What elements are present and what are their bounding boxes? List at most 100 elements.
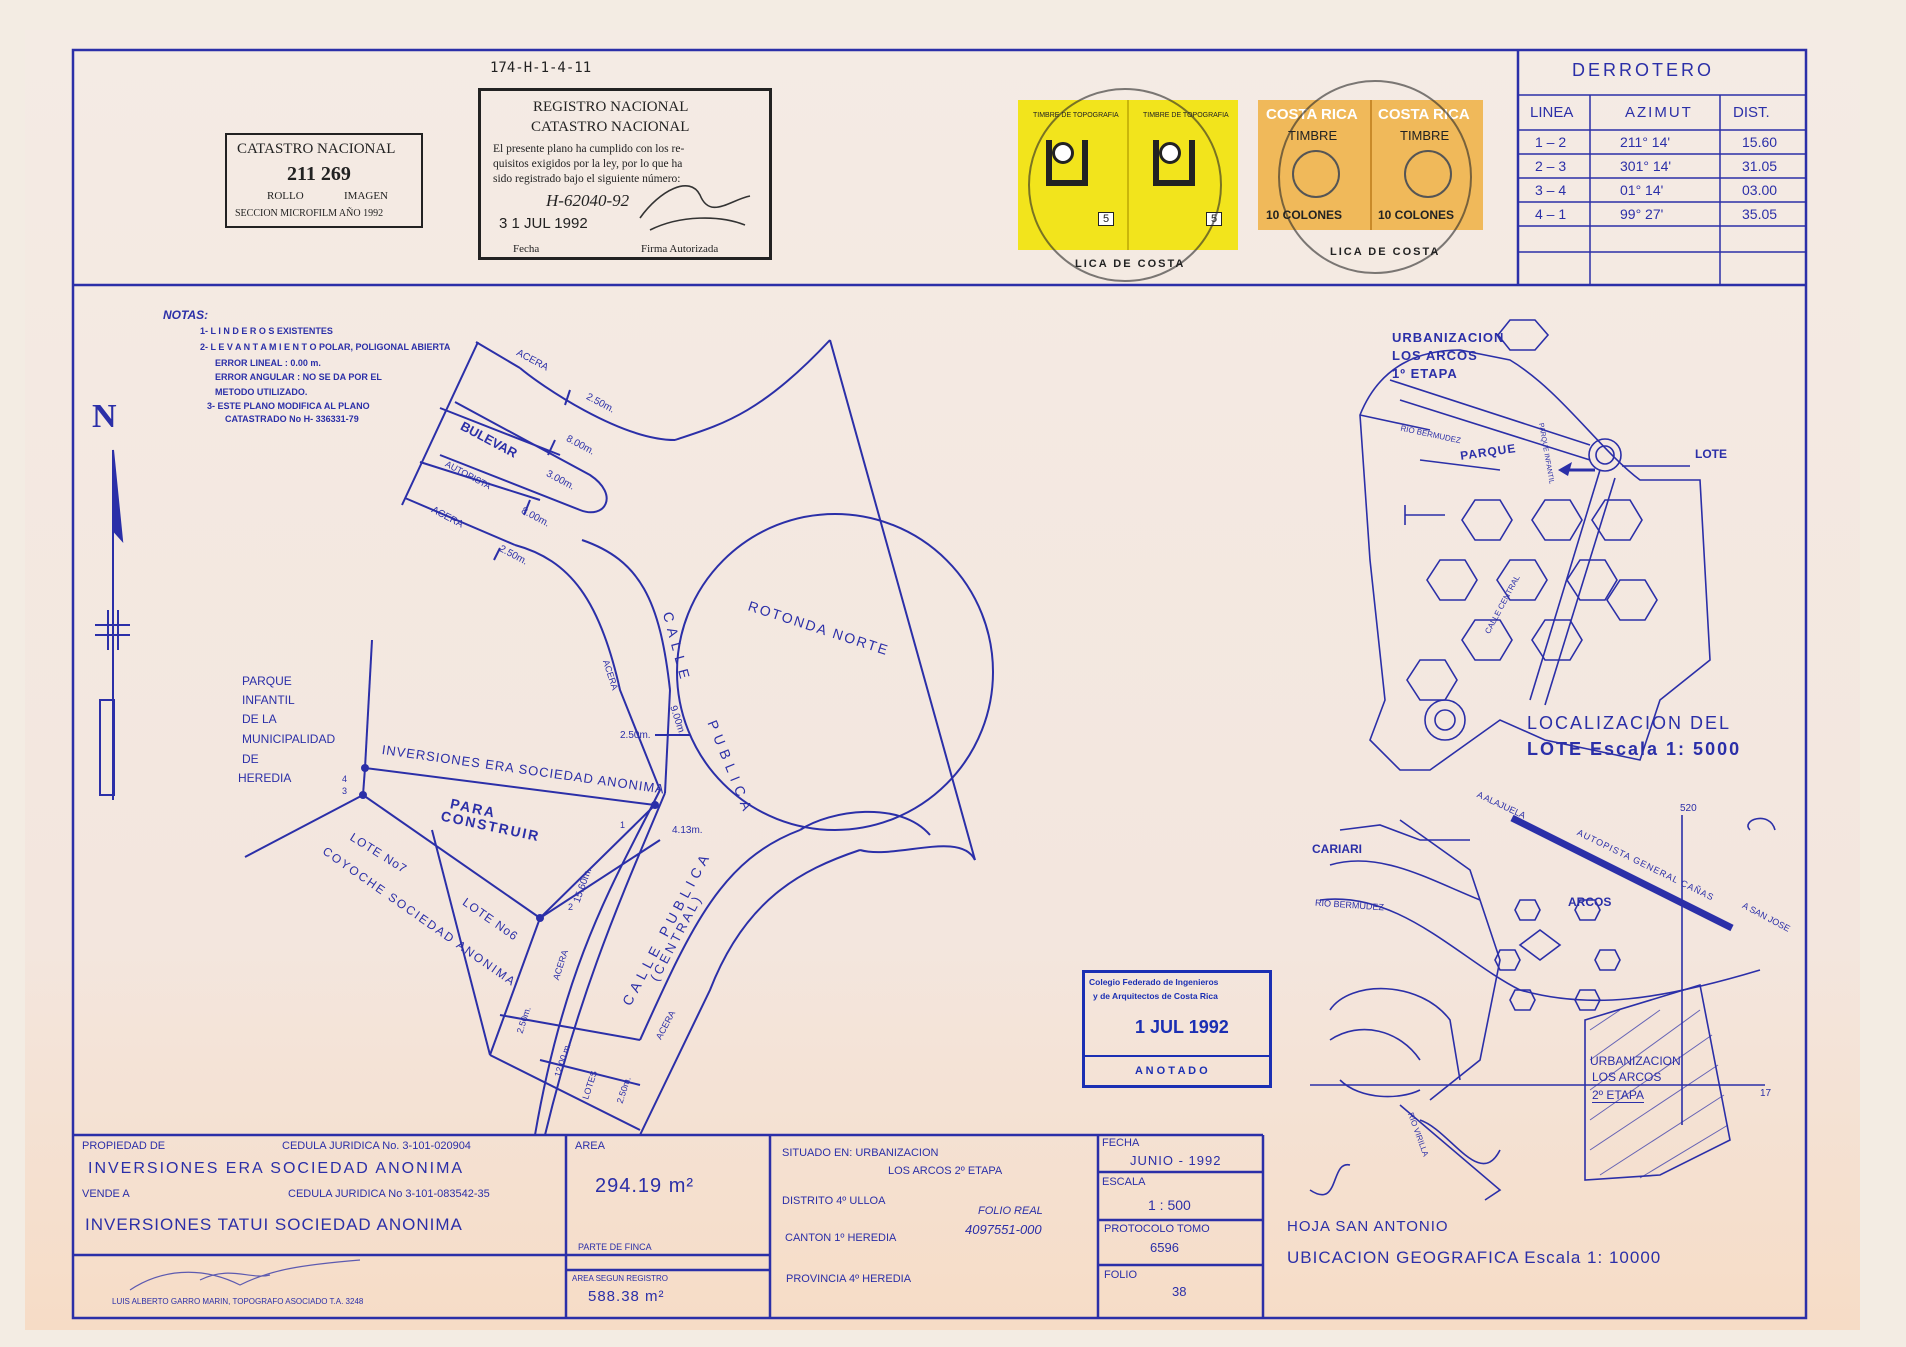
derrotero-row-line: 1 – 2 bbox=[1535, 134, 1567, 150]
area-registro-label: AREA SEGUN REGISTRO bbox=[572, 1274, 669, 1283]
canton-label: CANTON 1º HEREDIA bbox=[785, 1232, 897, 1244]
vertex-2: 2 bbox=[568, 902, 574, 912]
catastro-title: CATASTRO NACIONAL bbox=[237, 141, 396, 157]
location-caption-2: LOTE Escala 1: 5000 bbox=[1527, 739, 1742, 759]
geo-arcos: ARCOS bbox=[1568, 895, 1612, 909]
derrotero-row-dist: 15.60 bbox=[1742, 134, 1778, 150]
derrotero-row-line: 4 – 1 bbox=[1535, 206, 1567, 222]
geo-grid-17: 17 bbox=[1760, 1088, 1772, 1099]
derrotero-header-linea: LINEA bbox=[1530, 104, 1574, 121]
geo-urb-1: URBANIZACION bbox=[1590, 1054, 1681, 1068]
derrotero-header-dist: DIST. bbox=[1733, 104, 1770, 121]
postmark-circle-right bbox=[1278, 80, 1472, 274]
parque-label-4: MUNICIPALIDAD bbox=[242, 732, 336, 746]
folio-real-value: 4097551-000 bbox=[965, 1222, 1042, 1237]
topografo-label: LUIS ALBERTO GARRO MARIN, TOPOGRAFO ASOC… bbox=[112, 1297, 364, 1306]
note-item: 1- L I N D E R O S EXISTENTES bbox=[200, 326, 333, 336]
colegio-line1: Colegio Federado de Ingenieros bbox=[1089, 977, 1219, 987]
situado-value: LOS ARCOS 2º ETAPA bbox=[888, 1165, 1003, 1177]
colegio-line2: y de Arquitectos de Costa Rica bbox=[1093, 991, 1218, 1001]
folio-real-label: FOLIO REAL bbox=[978, 1205, 1043, 1217]
fecha-label: Fecha bbox=[513, 243, 540, 255]
folio-value: 38 bbox=[1172, 1284, 1187, 1299]
geo-hoja: HOJA SAN ANTONIO bbox=[1287, 1218, 1449, 1235]
derrotero-row-azimut: 01° 14' bbox=[1620, 182, 1664, 198]
postmark-text-left: LICA DE COSTA bbox=[1075, 258, 1186, 270]
derrotero-title: DERROTERO bbox=[1572, 60, 1715, 80]
location-caption-1: LOCALIZACION DEL bbox=[1527, 713, 1732, 733]
derrotero-row-azimut: 301° 14' bbox=[1620, 158, 1672, 174]
parte-finca-label: PARTE DE FINCA bbox=[578, 1242, 652, 1252]
colegio-date: 1 JUL 1992 bbox=[1135, 1017, 1229, 1037]
colegio-anotado: A N O T A D O bbox=[1135, 1065, 1208, 1077]
geo-urb-2: LOS ARCOS bbox=[1592, 1070, 1662, 1084]
derrotero-row-dist: 31.05 bbox=[1742, 158, 1778, 174]
note-item: ERROR ANGULAR : NO SE DA POR EL bbox=[215, 372, 382, 382]
loc-lote-label: LOTE bbox=[1695, 447, 1727, 461]
note-item: 3- ESTE PLANO MODIFICA AL PLANO bbox=[207, 401, 370, 411]
fecha-block-label: FECHA bbox=[1102, 1137, 1140, 1149]
buyer-name: INVERSIONES TATUI SOCIEDAD ANONIMA bbox=[85, 1215, 463, 1234]
area-value: 294.19 m² bbox=[595, 1175, 695, 1197]
parque-label-6: HEREDIA bbox=[238, 771, 292, 785]
loc-urb-2: LOS ARCOS bbox=[1392, 348, 1478, 363]
propiedad-label: PROPIEDAD DE bbox=[82, 1140, 166, 1152]
derrotero-row-line: 2 – 3 bbox=[1535, 158, 1567, 174]
notes-title: NOTAS: bbox=[163, 308, 209, 322]
escala-label: ESCALA bbox=[1102, 1176, 1146, 1188]
catastro-stamp: CATASTRO NACIONAL 211 269 ROLLO IMAGEN S… bbox=[225, 133, 423, 228]
vertex-4: 4 bbox=[342, 774, 348, 784]
registro-line2: CATASTRO NACIONAL bbox=[531, 119, 690, 135]
registro-text1: El presente plano ha cumplido con los re… bbox=[493, 143, 685, 155]
derrotero-row-azimut: 99° 27' bbox=[1620, 206, 1664, 222]
postmark-text-right: LICA DE COSTA bbox=[1330, 246, 1441, 258]
firma-label: Firma Autorizada bbox=[641, 243, 719, 255]
escala-value: 1 : 500 bbox=[1148, 1197, 1191, 1213]
survey-plan-sheet bbox=[25, 30, 1860, 1330]
note-item: ERROR LINEAL : 0.00 m. bbox=[215, 358, 321, 368]
derrotero-row-azimut: 211° 14' bbox=[1620, 134, 1671, 150]
geo-urb-3: 2º ETAPA bbox=[1592, 1088, 1644, 1103]
parque-label-3: DE LA bbox=[242, 712, 277, 726]
dim-label: 4.13m. bbox=[672, 825, 703, 836]
area-registro-value: 588.38 m² bbox=[588, 1288, 665, 1305]
registro-line1: REGISTRO NACIONAL bbox=[533, 99, 689, 115]
note-item: 2- L E V A N T A M I E N T O POLAR, POLI… bbox=[200, 342, 451, 352]
protocolo-value: 6596 bbox=[1150, 1240, 1179, 1255]
provincia-label: PROVINCIA 4º HEREDIA bbox=[786, 1273, 912, 1285]
owner-name: INVERSIONES ERA SOCIEDAD ANONIMA bbox=[88, 1160, 465, 1177]
derrotero-row-line: 3 – 4 bbox=[1535, 182, 1567, 198]
derrotero-header-azimut: AZIMUT bbox=[1625, 104, 1693, 121]
geo-grid-520: 520 bbox=[1680, 803, 1697, 814]
geo-cariari: CARIARI bbox=[1312, 842, 1362, 856]
registro-text3: sido registrado bajo el siguiente número… bbox=[493, 173, 681, 185]
derrotero-row-dist: 03.00 bbox=[1742, 182, 1778, 198]
vende-label: VENDE A bbox=[82, 1188, 130, 1200]
loc-urb-3: 1º ETAPA bbox=[1392, 366, 1458, 381]
fecha-block-value: JUNIO - 1992 bbox=[1130, 1153, 1222, 1168]
situado-label: SITUADO EN: URBANIZACION bbox=[782, 1147, 939, 1159]
protocolo-label: PROTOCOLO TOMO bbox=[1104, 1223, 1210, 1235]
parque-label-5: DE bbox=[242, 752, 259, 766]
area-label: AREA bbox=[575, 1140, 605, 1152]
registro-text2: quisitos exigidos por la ley, por lo que… bbox=[493, 158, 683, 170]
dim-label: 2.50m. bbox=[620, 730, 651, 741]
note-item: CATASTRADO No H- 336331-79 bbox=[225, 414, 359, 424]
registro-stamp: REGISTRO NACIONAL CATASTRO NACIONAL El p… bbox=[478, 88, 772, 260]
derrotero-row-dist: 35.05 bbox=[1742, 206, 1778, 222]
folio-label: FOLIO bbox=[1104, 1269, 1138, 1281]
cedula-1: CEDULA JURIDICA No. 3-101-020904 bbox=[282, 1140, 471, 1152]
north-label: N bbox=[92, 398, 117, 435]
parque-label-2: INFANTIL bbox=[242, 693, 295, 707]
geo-caption: UBICACION GEOGRAFICA Escala 1: 10000 bbox=[1287, 1248, 1662, 1267]
postmark-circle-left bbox=[1028, 88, 1222, 282]
seccion-label: SECCION MICROFILM AÑO 1992 bbox=[235, 208, 384, 219]
plan-reference: 174-H-1-4-11 bbox=[490, 60, 592, 76]
registro-date: 3 1 JUL 1992 bbox=[499, 215, 588, 232]
vertex-1: 1 bbox=[620, 820, 626, 830]
vertex-3: 3 bbox=[342, 786, 348, 796]
imagen-label: IMAGEN bbox=[344, 190, 388, 202]
distrito-label: DISTRITO 4º ULLOA bbox=[782, 1195, 886, 1207]
loc-urb-1: URBANIZACION bbox=[1392, 330, 1505, 345]
